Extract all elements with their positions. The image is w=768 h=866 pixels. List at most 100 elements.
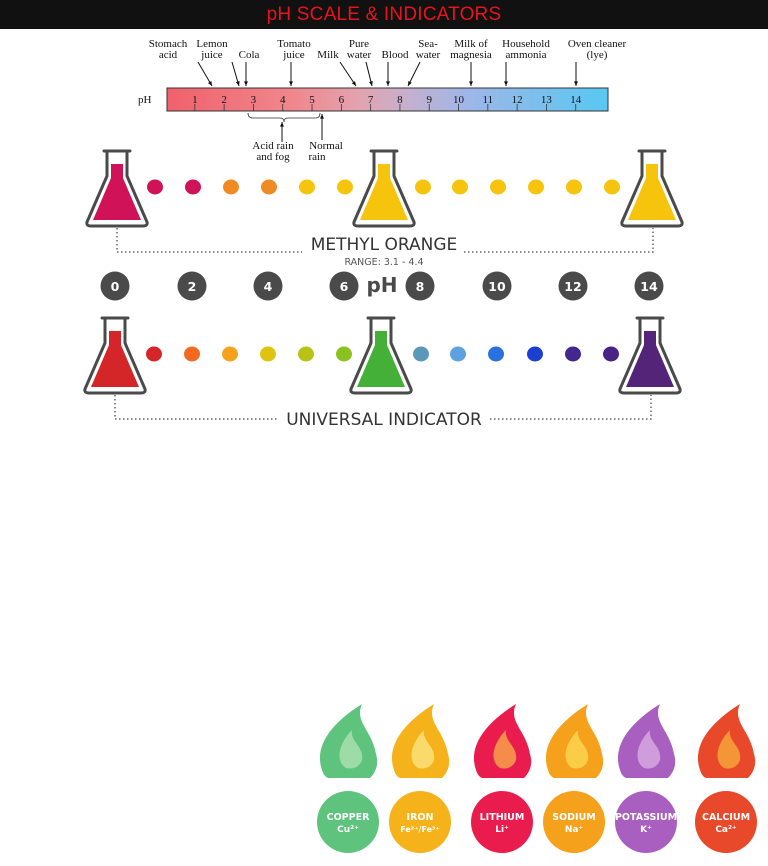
ph-badge-label: 14 xyxy=(640,279,658,294)
universal-indicator-dot xyxy=(336,346,352,362)
flask-liquid xyxy=(360,164,408,220)
ph-substance-arrow xyxy=(197,61,213,87)
ph-substance-name: and fog xyxy=(256,151,290,163)
ph-substance-name: water xyxy=(347,49,372,61)
universal-indicator-bracket xyxy=(114,395,652,420)
ph-substance-label: Oven cleaner(lye) xyxy=(568,38,627,86)
arrow-head-icon xyxy=(235,81,240,86)
methyl-orange-flask-icon xyxy=(620,149,684,228)
ph-substance-name: magnesia xyxy=(450,49,492,61)
universal-indicator-dot xyxy=(527,346,543,362)
universal-indicator-dot xyxy=(565,346,581,362)
ph-tick-label: 6 xyxy=(339,94,345,106)
ph-badge-label: 6 xyxy=(340,279,349,294)
ph-gradient-bar xyxy=(166,87,609,112)
ph-substance-name: water xyxy=(416,49,441,61)
ph-center-label: pH xyxy=(366,273,397,297)
flask-outline xyxy=(83,316,147,395)
ph-substance-name: Oven cleaner xyxy=(568,38,627,50)
flame-test-iron: IRON Fe²⁺/Fe³⁺ xyxy=(387,704,453,855)
universal-indicator-section: UNIVERSAL INDICATOR xyxy=(83,316,682,430)
page-title: pH SCALE & INDICATORS xyxy=(266,4,502,25)
arrow-head-icon xyxy=(244,81,248,86)
flame-element-name: LITHIUM xyxy=(480,812,525,823)
ph-tick-label: 14 xyxy=(570,94,582,106)
flame-core-icon xyxy=(717,730,741,769)
flame-element-name: SODIUM xyxy=(552,812,596,823)
universal-indicator-dot xyxy=(488,346,504,362)
universal-indicator-dots xyxy=(146,346,619,362)
ph-badge-label: 10 xyxy=(488,279,506,294)
flame-core-icon xyxy=(493,730,517,769)
ph-substance-name: Lemon xyxy=(196,38,228,50)
universal-indicator-flasks xyxy=(83,316,682,395)
flame-element-symbol: Ca²⁺ xyxy=(715,825,737,835)
flask-outline xyxy=(352,149,416,228)
methyl-orange-flasks xyxy=(85,149,684,228)
methyl-orange-dot xyxy=(415,179,431,195)
flame-badge xyxy=(317,791,379,853)
ph-number-badge: 0 xyxy=(100,271,130,301)
ph-substance-name: juice xyxy=(282,49,304,61)
arrow-head-icon xyxy=(386,81,390,86)
ph-substance-name: Pure xyxy=(349,38,369,50)
flask-liquid xyxy=(626,331,674,387)
methyl-orange-flask-icon xyxy=(85,149,149,228)
arrow-head-icon xyxy=(408,81,412,86)
universal-indicator-dot xyxy=(298,346,314,362)
flame-test-group: COPPERCu²⁺IRONFe²⁺/Fe³⁺LITHIUMLi⁺SODIUMN… xyxy=(315,704,759,855)
ph-substance-name: Blood xyxy=(382,49,409,61)
methyl-orange-dot xyxy=(147,179,163,195)
ph-tick-label: 2 xyxy=(221,94,227,106)
ph-number-badge: 10 xyxy=(482,271,512,301)
methyl-orange-dot xyxy=(528,179,544,195)
methyl-orange-flask-icon xyxy=(352,149,416,228)
ph-number-badge: 8 xyxy=(405,271,435,301)
flame-element-name: IRON xyxy=(407,812,434,823)
methyl-orange-dot xyxy=(299,179,315,195)
ph-badge-circle xyxy=(253,271,283,301)
ph-axis-label: pH xyxy=(138,94,152,106)
methyl-orange-dot xyxy=(452,179,468,195)
methyl-orange-dot xyxy=(490,179,506,195)
ph-badge-label: 12 xyxy=(564,279,581,294)
ph-substance-name: (lye) xyxy=(587,49,608,61)
arrow-head-icon xyxy=(574,81,578,86)
flame-element-symbol: Fe²⁺/Fe³⁺ xyxy=(400,825,440,834)
methyl-orange-dot xyxy=(604,179,620,195)
arrow-head-icon xyxy=(320,114,324,119)
flask-outline xyxy=(85,149,149,228)
ph-badge-label: 4 xyxy=(264,279,273,294)
flame-core-icon xyxy=(339,730,363,769)
flask-liquid xyxy=(628,164,676,220)
ph-tick-label: 1 xyxy=(192,94,198,106)
ph-tick-label: 12 xyxy=(512,94,523,106)
universal-indicator-dot xyxy=(222,346,238,362)
ph-substance-name: rain xyxy=(308,151,326,163)
arrow-head-icon xyxy=(469,81,473,86)
flame-element-symbol: K⁺ xyxy=(640,825,652,835)
universal-indicator-flask-icon xyxy=(83,316,147,395)
arrow-head-icon xyxy=(280,122,284,127)
methyl-orange-dots xyxy=(147,179,620,195)
ph-badge-circle xyxy=(482,271,512,301)
flame-badge xyxy=(471,791,533,853)
universal-indicator-dot xyxy=(413,346,429,362)
ph-tick-label: 10 xyxy=(453,94,465,106)
ph-substance-name: Acid rain xyxy=(252,140,294,152)
ph-substance-name: Household xyxy=(502,38,550,50)
ph-substance-name: Normal xyxy=(309,140,343,152)
ph-tick-label: 4 xyxy=(280,94,286,106)
